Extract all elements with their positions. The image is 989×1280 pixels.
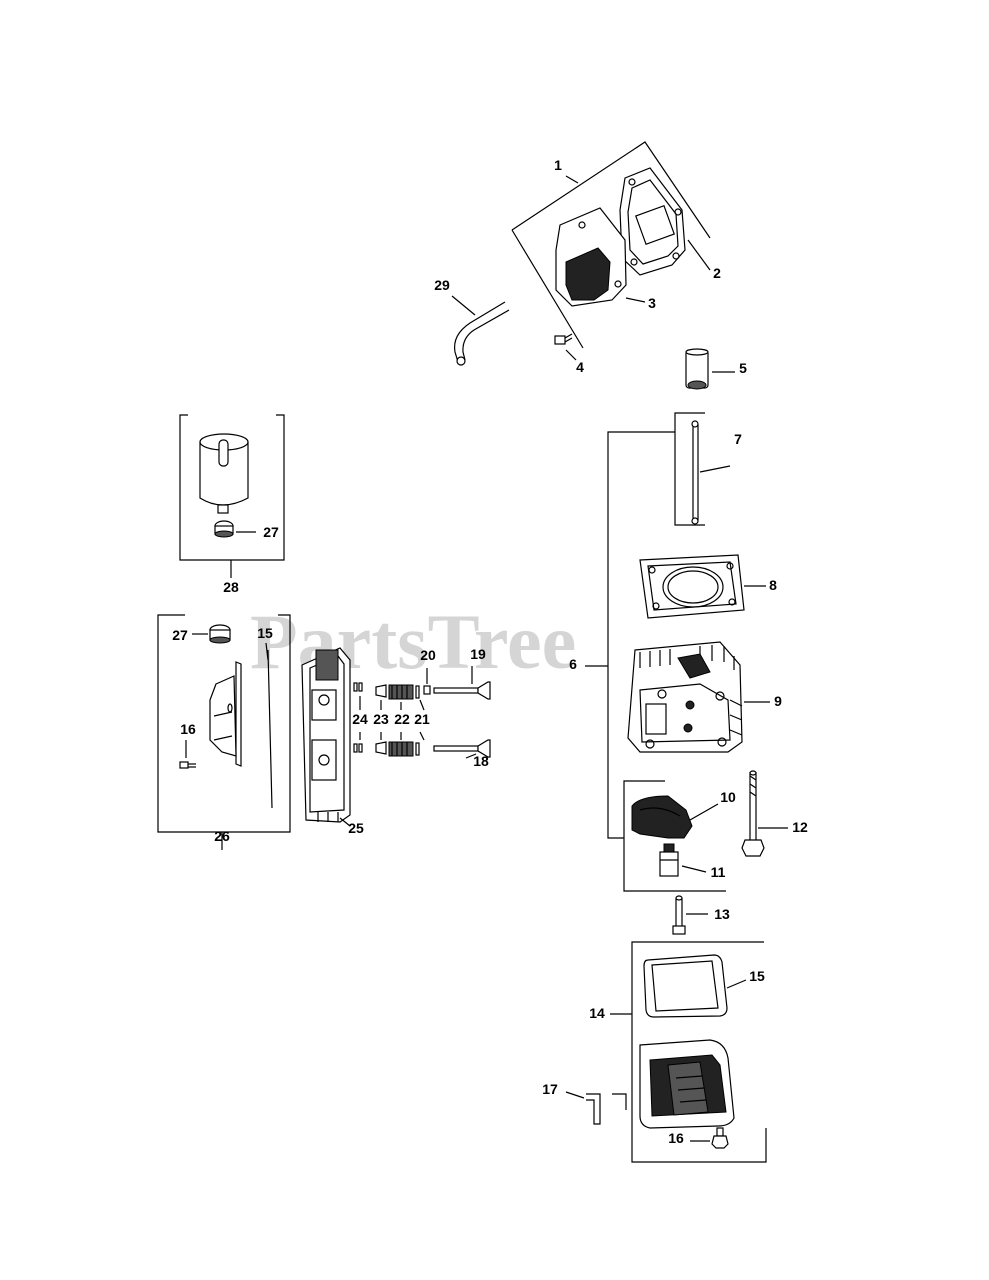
part-11-rocker-pivot: [659, 843, 707, 877]
callout-17: 17: [542, 1081, 558, 1097]
part-10-rocker-arm: [631, 795, 719, 839]
callout-8: 8: [769, 577, 777, 593]
part-29-breather-tube: [451, 295, 510, 366]
part-27-plug-upper: [214, 520, 256, 538]
callout-4: 4: [576, 359, 584, 375]
part-13-stud: [672, 895, 708, 935]
callout-15: 15: [749, 968, 765, 984]
part-21-valve-seals: [415, 685, 425, 756]
part-2-breather-gasket: [619, 167, 711, 276]
part-25-cylinder-head-side: [301, 647, 351, 827]
callout-16: 16: [180, 721, 196, 737]
callout-1: 1: [554, 157, 562, 173]
part-28-filter-element: [199, 433, 249, 514]
part-15-valve-cover-gasket: [643, 954, 747, 1018]
part-15-gasket-strip: [265, 642, 273, 809]
part-7-push-rod: [674, 412, 731, 526]
callout-19: 19: [470, 646, 486, 662]
callout-18: 18: [473, 753, 489, 769]
part-12-head-bolt: [741, 770, 788, 857]
part-19-intake-valve: [433, 666, 491, 700]
watermark-text: PartsTree: [250, 598, 576, 685]
callout-3: 3: [648, 295, 656, 311]
callout-7: 7: [734, 431, 742, 447]
callout-6: 6: [569, 656, 577, 672]
callout-27: 27: [263, 524, 279, 540]
callout-12: 12: [792, 819, 808, 835]
part-23-spring-retainers: [375, 684, 387, 755]
part-9-cylinder-head: [627, 641, 770, 753]
part-6-head-assembly-bracket: [585, 431, 675, 839]
part-1-breather-assembly: [511, 141, 711, 349]
callout-28: 28: [223, 579, 239, 595]
callout-11: 11: [711, 864, 726, 880]
part-16-cover-screw: [690, 1127, 729, 1149]
callout-14: 14: [589, 1005, 605, 1021]
part-4-screw: [554, 333, 577, 361]
callout-21: 21: [414, 711, 430, 727]
part-5-push-rod-guide: [685, 348, 735, 390]
callout-27: 27: [172, 627, 188, 643]
part-26-side-cover: [209, 661, 242, 767]
callout-22: 22: [394, 711, 410, 727]
callout-10: 10: [720, 789, 736, 805]
part-14-valve-cover-bracket: [610, 941, 767, 1163]
callout-23: 23: [373, 711, 389, 727]
callout-29: 29: [434, 277, 450, 293]
part-24-valve-keepers: [353, 682, 363, 753]
part-16-side-screw: [179, 740, 196, 769]
callout-24: 24: [352, 711, 368, 727]
part-14-valve-cover: [639, 1039, 735, 1129]
part-20-cap: [423, 668, 431, 695]
part-18-exhaust-valve: [433, 739, 491, 759]
callout-16: 16: [668, 1130, 684, 1146]
callout-26: 26: [214, 828, 230, 844]
callout-20: 20: [420, 647, 436, 663]
callout-9: 9: [774, 693, 782, 709]
part-8-head-gasket: [639, 554, 766, 619]
callout-25: 25: [348, 820, 364, 836]
callout-15: 15: [257, 625, 273, 641]
part-10-11-rocker-box: [623, 780, 726, 892]
callout-5: 5: [739, 360, 747, 376]
part-17-bracket: [565, 1091, 627, 1125]
part-3-breather-cover: [555, 207, 646, 307]
callout-13: 13: [714, 906, 730, 922]
part-28-bracket: [179, 414, 285, 578]
callout-2: 2: [713, 265, 721, 281]
part-26-bracket: [157, 614, 291, 850]
part-22-valve-springs: [388, 684, 414, 757]
part-27-plug-lower: [192, 624, 231, 644]
